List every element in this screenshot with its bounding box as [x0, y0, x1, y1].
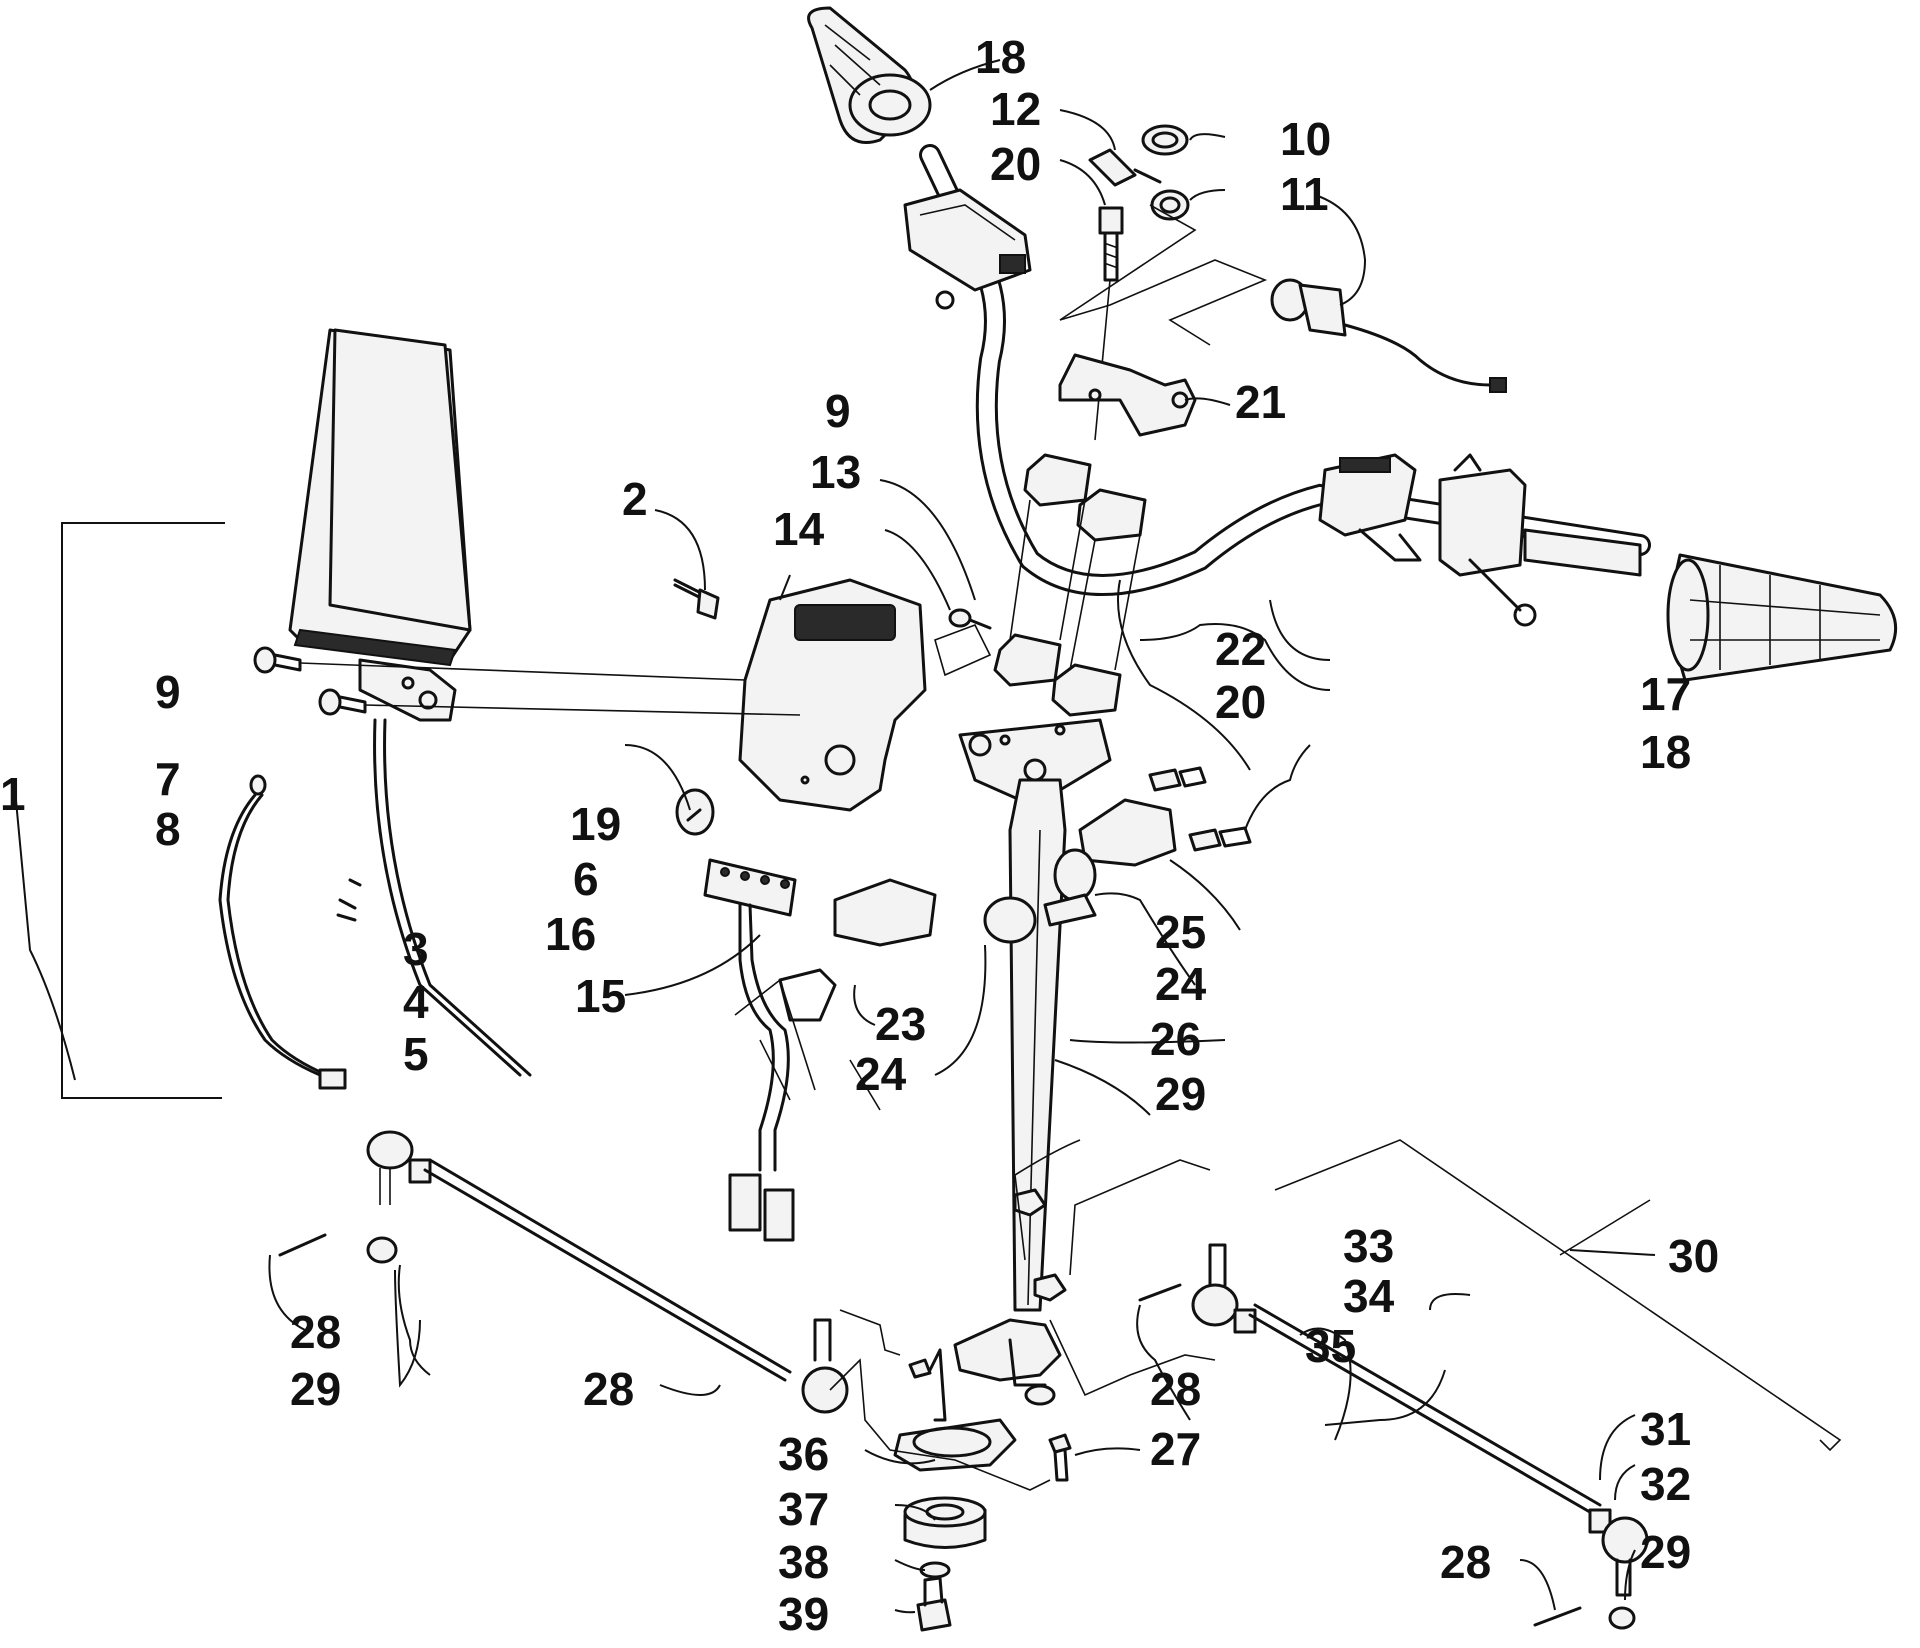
handlebar-clamps: [993, 453, 1147, 717]
callout-9b: 9: [825, 385, 851, 437]
steering-clamps: [833, 798, 1177, 947]
callout-19: 19: [570, 798, 621, 850]
instrument-pod: [288, 328, 472, 722]
callout-21: 21: [1235, 376, 1286, 428]
pod-wiring: [218, 718, 532, 1090]
decal: [675, 788, 715, 836]
callout-7: 7: [155, 753, 181, 805]
callout-6: 6: [573, 853, 599, 905]
bolt-top: [1094, 206, 1124, 441]
callout-13: 13: [810, 446, 861, 498]
callout-37: 37: [778, 1483, 829, 1535]
left-grip: [807, 6, 932, 144]
callout-32: 32: [1640, 1458, 1691, 1510]
castle-nuts: [1013, 1188, 1067, 1302]
callout-24b: 24: [855, 1048, 907, 1100]
callout-35: 35: [1305, 1320, 1356, 1372]
callout-20b: 20: [1215, 676, 1266, 728]
callout-29b: 29: [1155, 1068, 1206, 1120]
indicator-panel: [703, 858, 797, 1242]
bracket: [1058, 353, 1197, 437]
callout-3: 3: [403, 923, 429, 975]
left-tie-rod: [278, 1130, 849, 1414]
right-control-housing: [1318, 453, 1642, 627]
lower-bearing-stack: [893, 1358, 1072, 1632]
callout-26: 26: [1150, 1013, 1201, 1065]
callout-12: 12: [990, 83, 1041, 135]
screw-13: [948, 608, 992, 630]
callout-labels: 1 2 3 4 5 6 7 8 9 9 10 11 12 13 14 15 16…: [0, 31, 1719, 1640]
callout-9a: 9: [155, 666, 181, 718]
callout-31: 31: [1640, 1403, 1691, 1455]
callout-34: 34: [1343, 1270, 1395, 1322]
callout-39: 39: [778, 1588, 829, 1640]
callout-20a: 20: [990, 138, 1041, 190]
callout-33: 33: [1343, 1220, 1394, 1272]
callout-18a: 18: [975, 31, 1026, 83]
callout-28c: 28: [1150, 1363, 1201, 1415]
bolts-middle: [1148, 766, 1252, 852]
callout-25: 25: [1155, 906, 1206, 958]
callout-28d: 28: [1440, 1536, 1491, 1588]
handlebar-cover: [738, 578, 927, 812]
subassembly-bracket: [61, 522, 225, 1099]
handlebar: [919, 144, 1651, 596]
callout-17: 17: [1640, 668, 1691, 720]
steering-post: [1008, 778, 1067, 1312]
ignition-switch: [1270, 278, 1507, 393]
callout-38: 38: [778, 1536, 829, 1588]
callout-14: 14: [773, 503, 825, 555]
callout-30: 30: [1668, 1230, 1719, 1282]
left-switch-housing: [903, 188, 1032, 310]
callout-36: 36: [778, 1428, 829, 1480]
callout-23: 23: [875, 998, 926, 1050]
leader-lines: [14, 59, 1842, 1614]
pod-screws: [253, 646, 801, 716]
callout-27: 27: [1150, 1423, 1201, 1475]
callout-24a: 24: [1155, 958, 1207, 1010]
callout-2: 2: [622, 473, 648, 525]
right-grip: [1666, 553, 1898, 682]
callout-16: 16: [545, 908, 596, 960]
screw-2: [673, 578, 720, 620]
callout-4: 4: [403, 976, 429, 1028]
callout-11: 11: [1280, 168, 1329, 220]
callout-1: 1: [0, 768, 26, 820]
callout-29a: 29: [290, 1363, 341, 1415]
callout-29c: 29: [1640, 1526, 1691, 1578]
callout-10: 10: [1280, 113, 1331, 165]
pitman-arm: [928, 1318, 1062, 1422]
right-tie-rod: [1138, 1243, 1649, 1630]
callout-28a: 28: [290, 1306, 341, 1358]
callout-18b: 18: [1640, 726, 1691, 778]
callout-28b: 28: [583, 1363, 634, 1415]
callout-5: 5: [403, 1028, 429, 1080]
ignition-parts: [1088, 124, 1190, 221]
callout-8: 8: [155, 803, 181, 855]
callout-15: 15: [575, 970, 626, 1022]
callout-22: 22: [1215, 623, 1266, 675]
